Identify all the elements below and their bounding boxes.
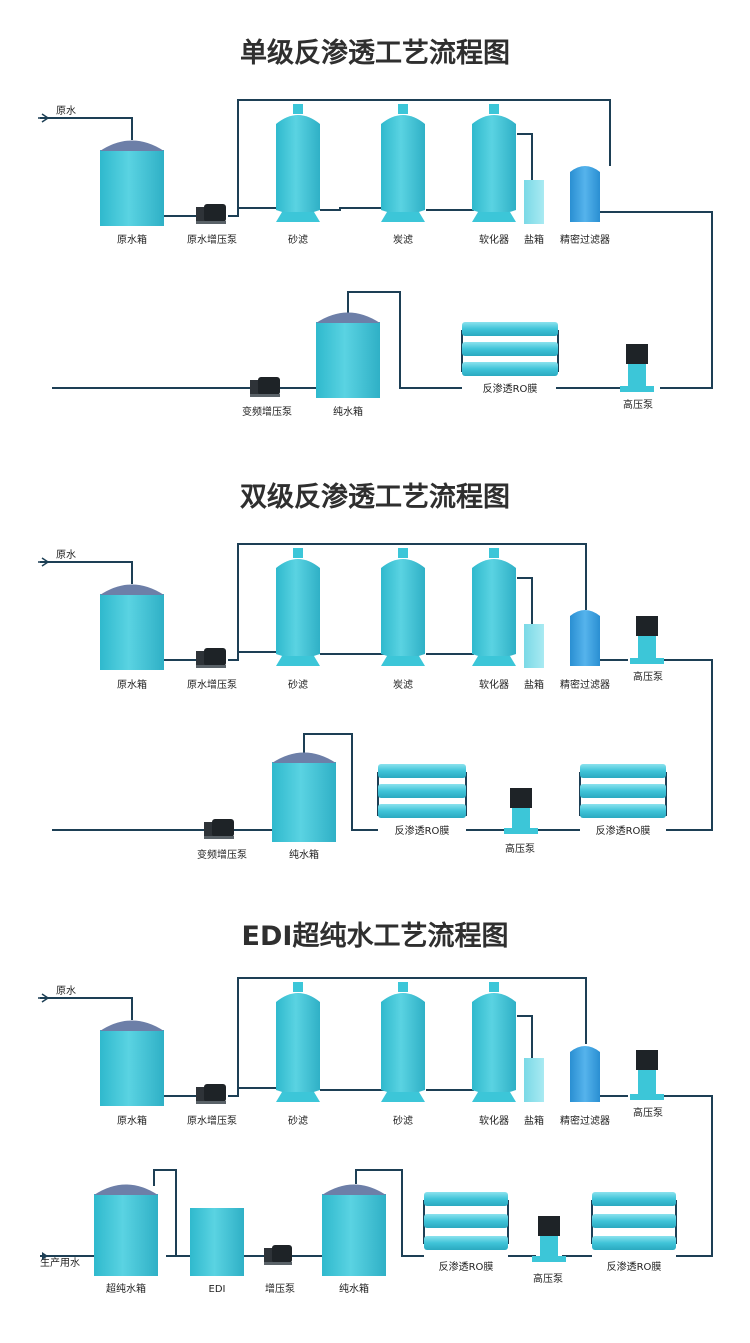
diagram-double-ro: 双级反渗透工艺流程图 原水 原水箱 — [38, 481, 713, 861]
raw-water-pump-icon — [196, 648, 226, 668]
hp-pump-2-label: 高压泵 — [533, 1272, 563, 1285]
softener-label: 软化器 — [479, 233, 509, 246]
vfd-pump-label: 变频增压泵 — [242, 405, 292, 418]
softener — [472, 104, 516, 222]
inlet-label: 原水 — [56, 549, 76, 561]
salt-tank — [524, 624, 544, 668]
sand-2-label: 砂滤 — [393, 1114, 413, 1127]
sand-label: 砂滤 — [288, 678, 308, 691]
precision-filter — [570, 610, 600, 666]
high-pressure-pump-icon — [620, 344, 654, 392]
precision-filter — [570, 166, 600, 222]
ro-2-label: 反渗透RO膜 — [395, 824, 450, 837]
inlet-arrow-icon — [38, 993, 50, 1003]
precision-label: 精密过滤器 — [560, 678, 610, 691]
raw-tank-label: 原水箱 — [117, 1114, 147, 1127]
sand-filter — [276, 104, 320, 222]
high-pressure-pump-1-icon — [630, 616, 664, 664]
ro-membranes-1 — [580, 764, 666, 818]
softener — [472, 982, 516, 1102]
hp-pump-label: 高压泵 — [623, 398, 653, 411]
ultra-tank-label: 超纯水箱 — [106, 1282, 146, 1295]
raw-pump-label: 原水增压泵 — [187, 678, 237, 691]
pure-water-tank — [322, 1184, 386, 1276]
boost-pump-label: 增压泵 — [265, 1282, 295, 1295]
sand-filter-2 — [381, 982, 425, 1102]
outlet-label: 生产用水 — [40, 1256, 80, 1269]
raw-water-pump-icon — [196, 204, 226, 224]
inlet-label: 原水 — [56, 985, 76, 997]
edi-module — [190, 1208, 244, 1276]
carbon-label: 炭滤 — [393, 678, 413, 691]
precision-filter — [570, 1046, 600, 1102]
diagram-edi: EDI超纯水工艺流程图 原水 原水 — [38, 920, 713, 1295]
ro-1-label: 反渗透RO膜 — [607, 1260, 662, 1273]
hp-pump-1-label: 高压泵 — [633, 670, 663, 683]
salt-label: 盐箱 — [524, 1114, 544, 1127]
ro-membranes — [462, 322, 558, 376]
ro-label: 反渗透RO膜 — [483, 382, 538, 395]
salt-tank — [524, 1058, 544, 1102]
vfd-pump-icon — [204, 819, 234, 839]
ro-1-label: 反渗透RO膜 — [596, 824, 651, 837]
carbon-filter — [381, 104, 425, 222]
raw-pump-label: 原水增压泵 — [187, 233, 237, 246]
pipes — [40, 977, 713, 1257]
sand-filter — [276, 982, 320, 1102]
raw-water-tank — [100, 584, 164, 670]
carbon-filter — [381, 548, 425, 666]
salt-label: 盐箱 — [524, 678, 544, 691]
salt-label: 盐箱 — [524, 233, 544, 246]
pipes — [40, 99, 713, 389]
carbon-label: 炭滤 — [393, 233, 413, 246]
salt-tank — [524, 180, 544, 224]
softener-label: 软化器 — [479, 678, 509, 691]
pure-water-tank — [316, 312, 380, 398]
vfd-pump-icon — [250, 377, 280, 397]
edi-label: EDI — [209, 1284, 226, 1295]
precision-label: 精密过滤器 — [560, 233, 610, 246]
ro-membranes-1 — [592, 1192, 676, 1250]
vfd-pump-label: 变频增压泵 — [197, 848, 247, 861]
raw-tank-label: 原水箱 — [117, 678, 147, 691]
sand-filter — [276, 548, 320, 666]
softener-label: 软化器 — [479, 1114, 509, 1127]
raw-water-pump-icon — [196, 1084, 226, 1104]
raw-water-tank — [100, 140, 164, 226]
hp-pump-1-label: 高压泵 — [633, 1106, 663, 1119]
pure-tank-label: 纯水箱 — [339, 1282, 369, 1295]
inlet-arrow-icon — [38, 557, 50, 567]
ro-2-label: 反渗透RO膜 — [439, 1260, 494, 1273]
diagram-title: 单级反渗透工艺流程图 — [240, 37, 510, 69]
precision-label: 精密过滤器 — [560, 1114, 610, 1127]
raw-tank-label: 原水箱 — [117, 233, 147, 246]
raw-water-tank — [100, 1020, 164, 1106]
pure-tank-label: 纯水箱 — [289, 848, 319, 861]
sand-label: 砂滤 — [288, 1114, 308, 1127]
sand-label: 砂滤 — [288, 233, 308, 246]
high-pressure-pump-2-icon — [504, 788, 538, 834]
ultra-pure-water-tank — [94, 1184, 158, 1276]
ro-membranes-2 — [378, 764, 466, 818]
hp-pump-2-label: 高压泵 — [505, 842, 535, 855]
inlet-label: 原水 — [56, 105, 76, 117]
boost-pump-icon — [264, 1245, 292, 1265]
pure-water-tank — [272, 752, 336, 842]
softener — [472, 548, 516, 666]
diagram-title: EDI超纯水工艺流程图 — [242, 920, 509, 952]
inlet-arrow-icon — [38, 113, 50, 123]
raw-pump-label: 原水增压泵 — [187, 1114, 237, 1127]
diagram-single-ro: 单级反渗透工艺流程图 原水 原水箱 — [38, 37, 713, 418]
diagram-title: 双级反渗透工艺流程图 — [240, 481, 510, 513]
pure-tank-label: 纯水箱 — [333, 405, 363, 418]
high-pressure-pump-2-icon — [532, 1216, 566, 1262]
outlet-arrow-icon — [42, 1252, 48, 1260]
ro-membranes-2 — [424, 1192, 508, 1250]
high-pressure-pump-1-icon — [630, 1050, 664, 1100]
